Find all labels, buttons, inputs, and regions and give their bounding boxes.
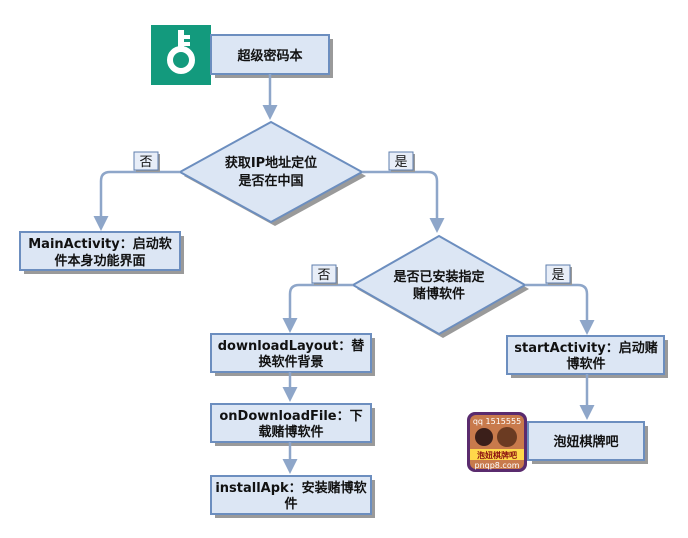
- decision-installed-node: 是否已安装指定 赌博软件: [350, 234, 529, 338]
- svg-text:qq 1515555: qq 1515555: [473, 417, 521, 426]
- install-apk-line-2: 件: [284, 496, 297, 512]
- edge-label-yes-1: 是: [388, 151, 415, 172]
- edge-ip-yes: [362, 170, 445, 233]
- gambling-app-label: 泡妞棋牌吧: [553, 434, 618, 450]
- install-apk-node: installApk：安装赌博软 件: [210, 475, 375, 518]
- svg-text:是: 是: [394, 155, 407, 170]
- svg-text:泡妞棋牌吧: 泡妞棋牌吧: [477, 450, 517, 460]
- svg-text:pnqp8.com: pnqp8.com: [474, 461, 519, 470]
- main-activity-node: MainActivity：启动软 件本身功能界面: [19, 231, 184, 274]
- download-layout-line-2: 换软件背景: [258, 354, 323, 370]
- decision-installed-line-2: 赌博软件: [412, 286, 465, 302]
- key-icon: [151, 25, 211, 85]
- main-activity-line-1: MainActivity：启动软: [28, 236, 171, 252]
- edge-installed-yes: [525, 283, 595, 335]
- start-activity-node: startActivity：启动赌 博软件: [506, 335, 668, 378]
- edge-installed-no: [282, 283, 353, 333]
- start-activity-line-2: 博软件: [566, 356, 605, 372]
- decision-ip-node: 获取IP地址定位 是否在中国: [177, 120, 366, 226]
- edge-ip-no: [93, 170, 180, 231]
- on-download-file-node: onDownloadFile：下 载赌博软件: [210, 403, 375, 446]
- start-activity-line-1: startActivity：启动赌: [514, 340, 657, 356]
- decision-ip-line-1: 获取IP地址定位: [225, 155, 317, 171]
- decision-installed-line-1: 是否已安装指定: [392, 269, 484, 285]
- decision-ip-line-2: 是否在中国: [237, 173, 303, 189]
- main-activity-line-2: 件本身功能界面: [54, 253, 145, 269]
- edge-label-no-2: 否: [311, 264, 338, 285]
- edge-label-no-1: 否: [133, 151, 160, 172]
- on-download-file-line-1: onDownloadFile：下: [219, 409, 362, 424]
- gambling-app-icon: qq 1515555 泡妞棋牌吧 pnqp8.com: [467, 412, 527, 472]
- app-name-node: 超级密码本: [210, 34, 333, 78]
- svg-text:否: 否: [139, 155, 152, 170]
- gambling-app-node: 泡妞棋牌吧: [527, 421, 648, 464]
- app-name-label: 超级密码本: [237, 48, 302, 64]
- on-download-file-line-2: 载赌博软件: [258, 424, 323, 440]
- download-layout-line-1: downloadLayout：替: [218, 338, 365, 354]
- install-apk-line-1: installApk：安装赌博软: [215, 480, 366, 496]
- edge-label-yes-2: 是: [545, 264, 572, 285]
- download-layout-node: downloadLayout：替 换软件背景: [210, 333, 375, 376]
- svg-text:否: 否: [317, 268, 330, 283]
- svg-text:是: 是: [551, 268, 564, 283]
